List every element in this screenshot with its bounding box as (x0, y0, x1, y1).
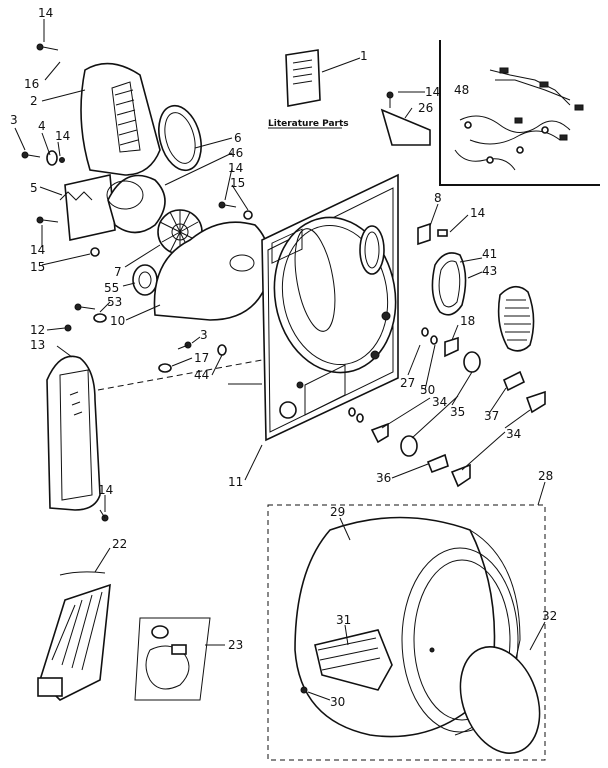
blower-ring (106, 174, 166, 234)
callout: 14 (228, 161, 243, 175)
callout: 41 (482, 247, 497, 261)
callout: 10 (110, 314, 125, 328)
callout: 31 (336, 613, 351, 627)
callout: 4 (38, 119, 46, 133)
callouts: 14 16 2 3 4 14 5 6 46 14 15 14 15 7 55 5… (10, 6, 557, 709)
callout: 34 (506, 427, 521, 441)
callout: 1 (360, 49, 368, 63)
callout: 6 (234, 131, 242, 145)
leader-lines (14, 19, 546, 701)
callout: 17 (194, 351, 209, 365)
literature-parts-label: Literature Parts (268, 119, 349, 129)
callout: 11 (228, 475, 243, 489)
callout: 15 (30, 260, 45, 274)
callout: 5 (30, 181, 38, 195)
callout: 3 (10, 113, 18, 127)
drum-rollers (348, 327, 546, 488)
callout: 28 (538, 469, 553, 483)
callout: 14 (30, 243, 45, 257)
callout: 32 (542, 609, 557, 623)
callout: 48 (454, 83, 469, 97)
callout: 13 (30, 338, 45, 352)
callout: 14 (425, 85, 440, 99)
callout: 37 (484, 409, 499, 423)
bulkhead-panel (261, 173, 399, 442)
callout: 2 (30, 94, 38, 108)
callout: 55 (104, 281, 119, 295)
callout: 44 (194, 368, 209, 382)
wire-harness-inset (439, 40, 600, 186)
belt-kit (134, 617, 211, 701)
callout: 7 (114, 265, 122, 279)
duct-seal (158, 104, 202, 172)
callout: 14 (470, 206, 485, 220)
pulley (132, 264, 158, 296)
callout: 53 (107, 295, 122, 309)
callout: 43 (482, 264, 497, 278)
callout: 8 (434, 191, 442, 205)
door-switch (417, 222, 448, 246)
callout: 14 (98, 483, 113, 497)
lint-filter (497, 285, 535, 352)
drum-inset (267, 504, 546, 761)
exhaust-duct (59, 62, 161, 241)
callout: 18 (460, 314, 475, 328)
callout: 34 (432, 395, 447, 409)
front-panel (46, 355, 101, 511)
literature-booklet: Literature Parts (268, 49, 361, 129)
callout: 16 (24, 77, 39, 91)
callout: 27 (400, 376, 415, 390)
callout: 26 (418, 101, 433, 115)
callout: 46 (228, 146, 243, 160)
bracket-26 (380, 91, 431, 146)
callout: 3 (200, 328, 208, 342)
callout: 12 (30, 323, 45, 337)
callout: 50 (420, 383, 435, 397)
callout: 30 (330, 695, 345, 709)
callout: 29 (330, 505, 345, 519)
callout: 15 (230, 176, 245, 190)
lint-housing (431, 252, 467, 316)
heater-assembly (37, 571, 111, 701)
callout: 36 (376, 471, 391, 485)
callout: 14 (38, 6, 53, 20)
callout: 23 (228, 638, 243, 652)
callout: 22 (112, 537, 127, 551)
callout: 14 (55, 129, 70, 143)
screws (21, 43, 253, 522)
blower-housing (153, 221, 271, 321)
callout: 35 (450, 405, 465, 419)
